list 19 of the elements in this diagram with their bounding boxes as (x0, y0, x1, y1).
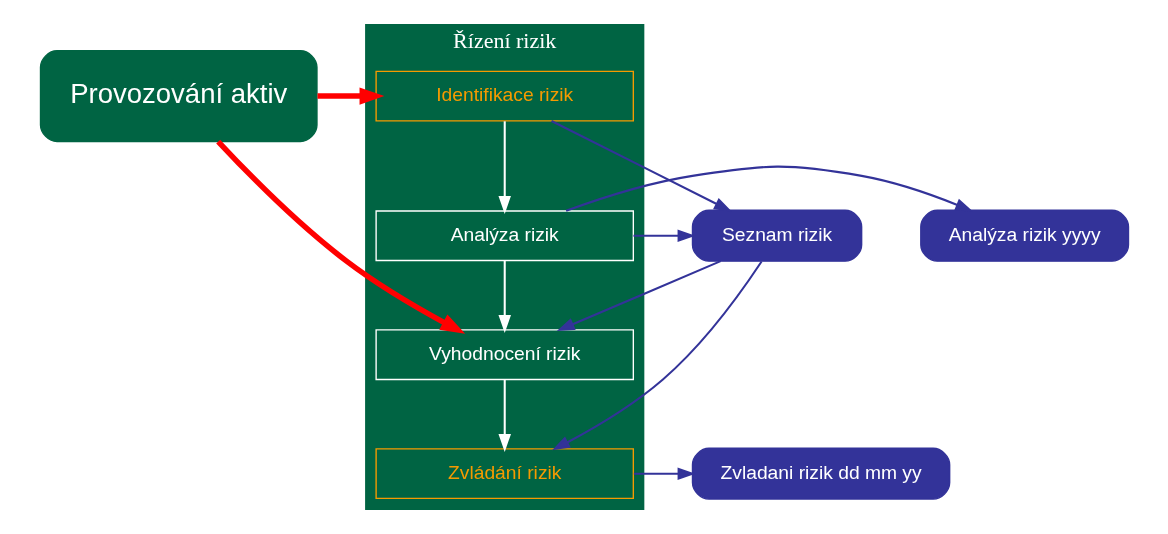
arrow (551, 260, 762, 451)
node-box: Zvládání rizik (374, 448, 634, 500)
arrow (556, 260, 721, 332)
arrow (317, 87, 384, 105)
node-box: Analýza rizik yyyy (919, 209, 1129, 262)
arrow (497, 260, 511, 333)
arrow (633, 467, 695, 480)
node-box: Analýza rizik (374, 210, 634, 262)
node-box: Vyhodnocení rizik (374, 329, 634, 381)
arrow (497, 379, 511, 452)
node-box: Seznam rizik (691, 209, 862, 262)
arrow (550, 120, 732, 212)
arrow (565, 165, 973, 212)
arrow (497, 121, 511, 214)
node-box: Provozování aktiv (39, 50, 318, 143)
arrow (632, 229, 695, 242)
arrow (215, 139, 465, 334)
node-box: Identifikace rizik (374, 70, 634, 122)
node-box: Zvladani rizik dd mm yy (691, 447, 950, 500)
